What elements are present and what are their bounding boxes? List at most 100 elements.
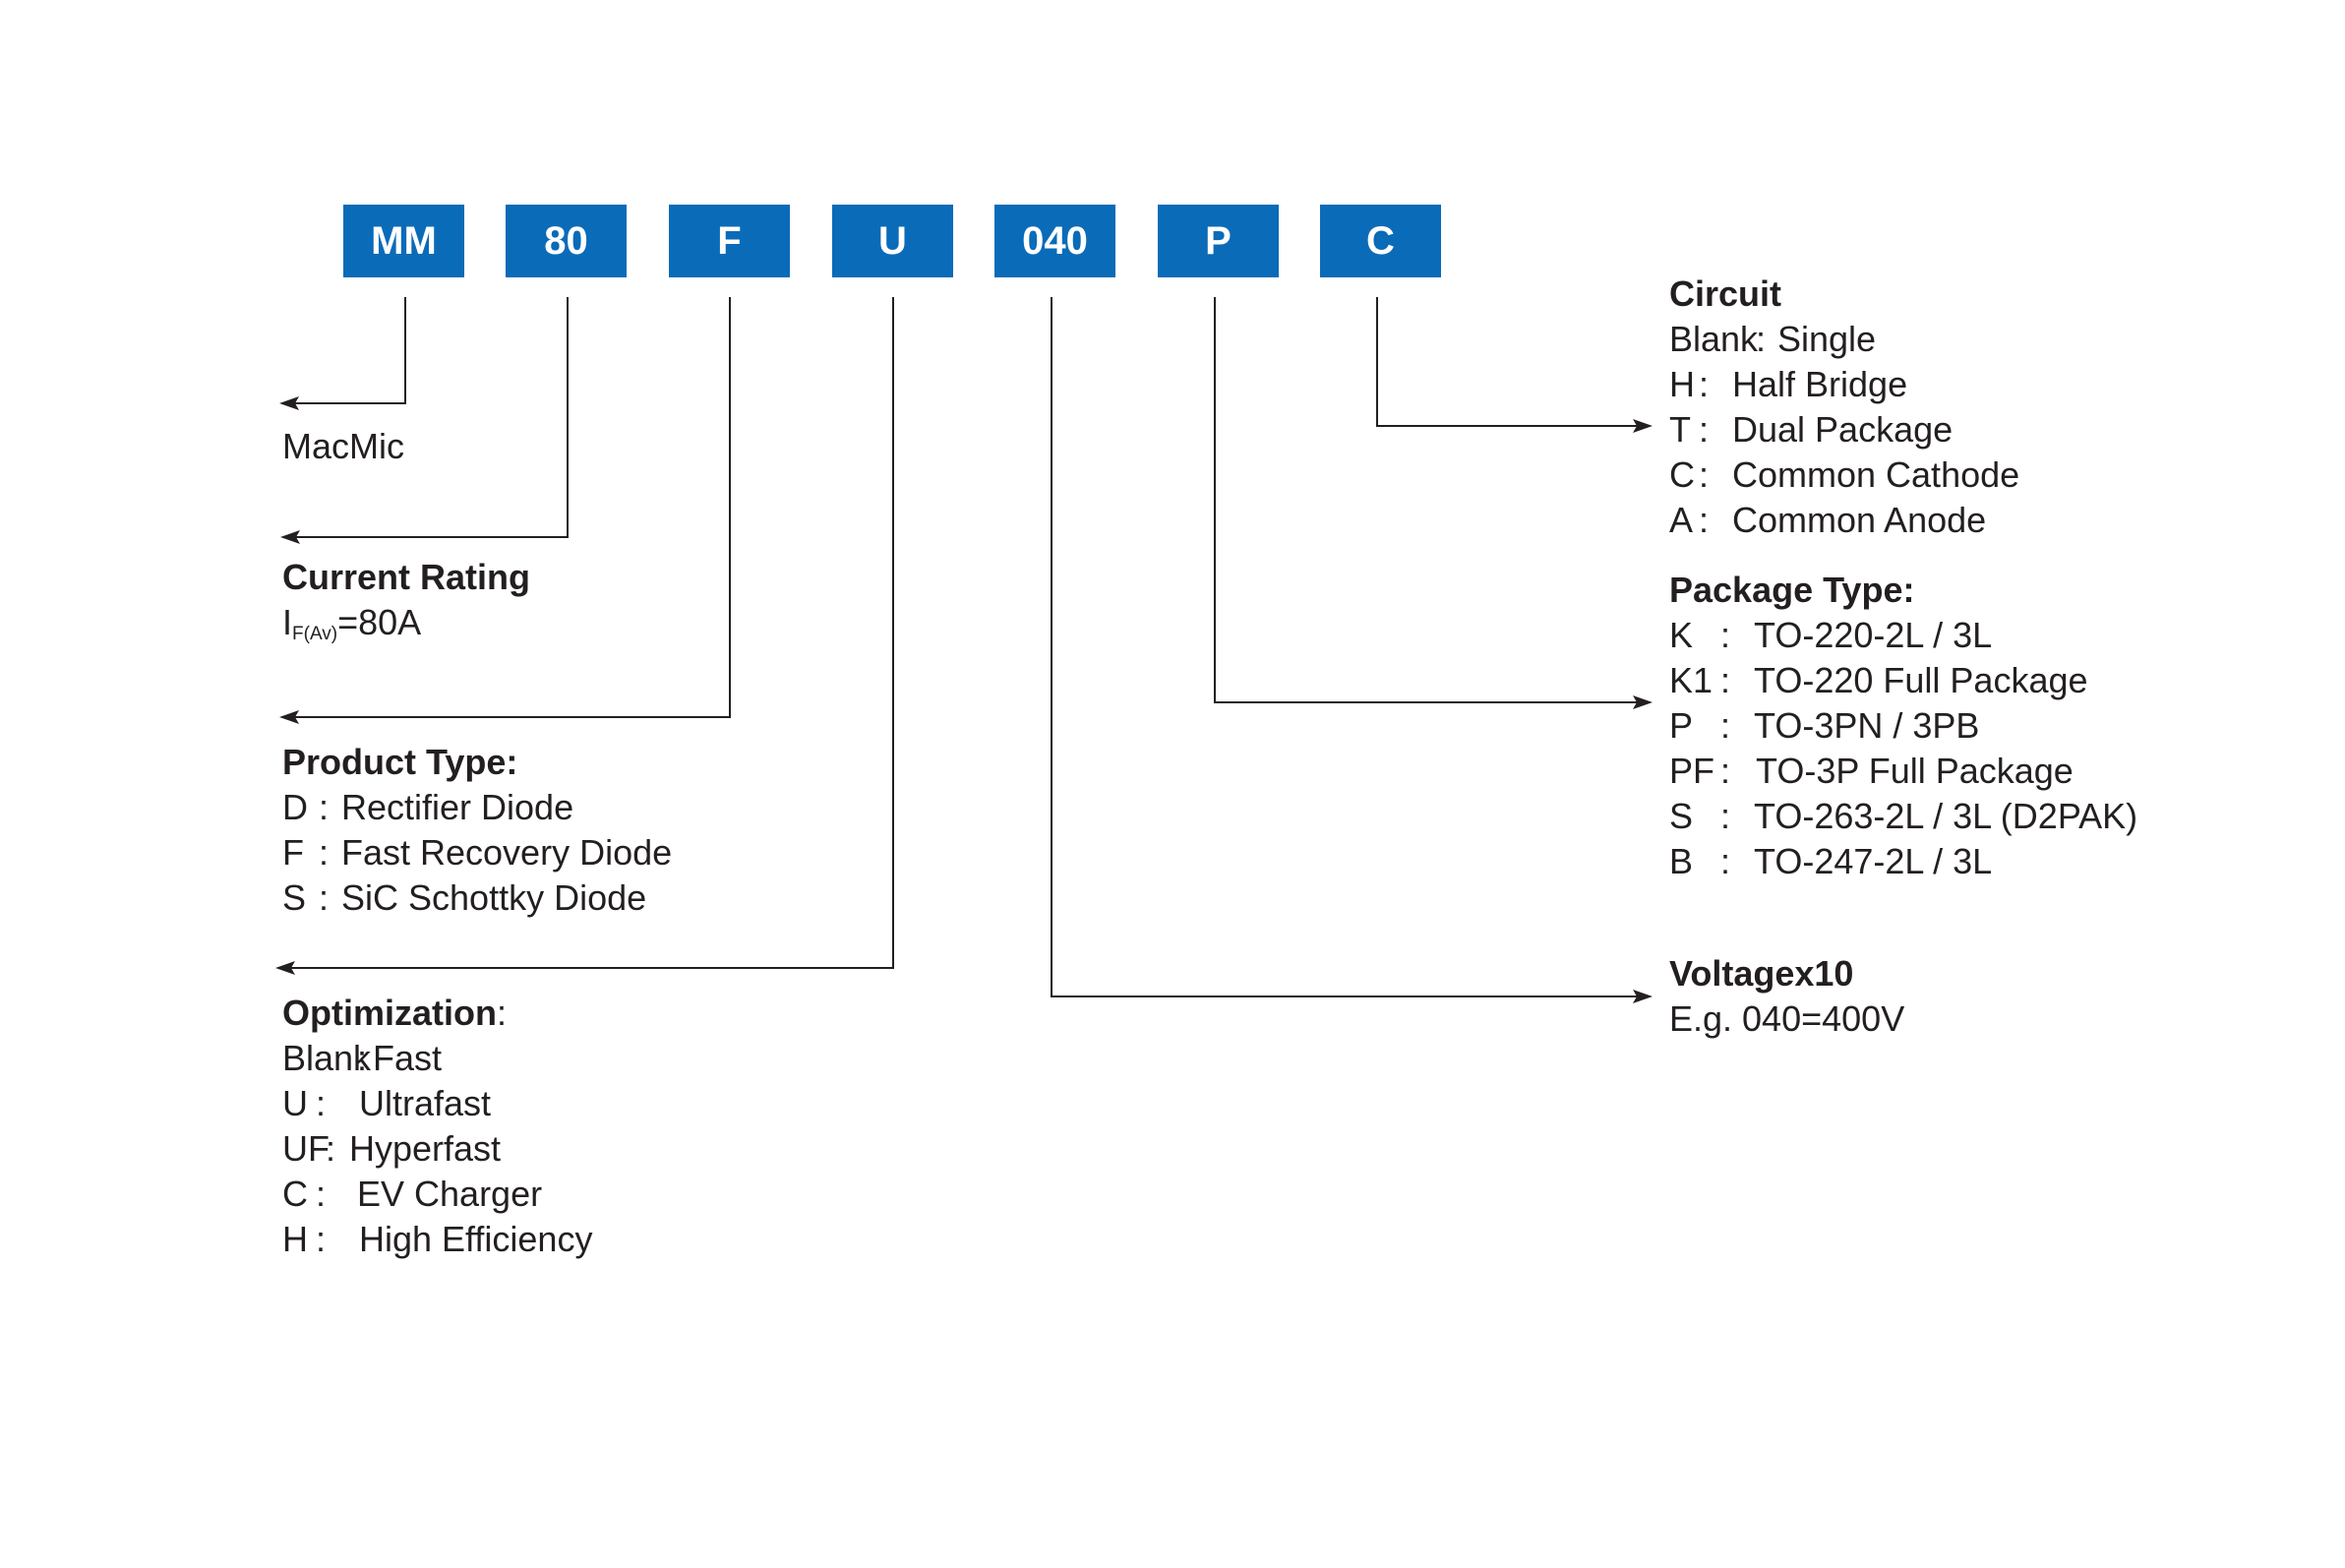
item-text: TO-247-2L / 3L <box>1754 841 1993 881</box>
item-key: P <box>1669 705 1694 746</box>
arrowhead-optimization <box>275 961 295 975</box>
voltage-block: Voltagex10 E.g. 040=400V <box>1669 951 1904 1042</box>
current-symbol: I <box>282 602 293 642</box>
macmic-text: MacMic <box>282 426 404 466</box>
item-sep: : <box>1720 841 1731 881</box>
item-text: TO-3P Full Package <box>1756 751 2074 791</box>
item-text: Common Cathode <box>1732 454 2020 495</box>
voltage-example: E.g. 040=400V <box>1669 998 1905 1039</box>
item-key: PF <box>1669 751 1715 791</box>
product-type-item: D: Rectifier Diode <box>282 785 672 830</box>
item-key: K1 <box>1669 660 1714 700</box>
item-text: Dual Package <box>1732 409 1954 450</box>
item-sep: : <box>1699 500 1710 540</box>
product-type-item: S: SiC Schottky Diode <box>282 875 672 921</box>
circuit-item: T: Dual Package <box>1669 407 2019 452</box>
package-type-item: P:TO-3PN / 3PB <box>1669 703 2137 749</box>
item-key: D <box>282 787 308 827</box>
item-text: Ultrafast <box>359 1083 492 1123</box>
connector-mm <box>291 297 406 404</box>
connector-circuit <box>1376 297 1637 427</box>
package-type-item: K:TO-220-2L / 3L <box>1669 613 2137 658</box>
arrowhead-voltage <box>1633 990 1653 1003</box>
item-key: F <box>282 832 304 873</box>
product-type-item: F:Fast Recovery Diode <box>282 830 672 875</box>
connector-optimization <box>287 297 894 969</box>
optimization-item: H:High Efficiency <box>282 1217 592 1262</box>
item-key: S <box>282 877 307 918</box>
code-box-package: P <box>1158 205 1279 277</box>
package-type-item: K1:TO-220 Full Package <box>1669 658 2137 703</box>
item-sep: : <box>1720 705 1731 746</box>
code-box-mm: MM <box>343 205 464 277</box>
item-text: SiC Schottky Diode <box>341 877 647 918</box>
item-sep: : <box>1699 409 1710 450</box>
optimization-block: Optimization: Blank:Fast U:Ultrafast UF:… <box>282 991 592 1262</box>
arrowhead-product <box>279 710 299 724</box>
circuit-item: Blank:Single <box>1669 317 2019 362</box>
code-box-optimization: U <box>832 205 953 277</box>
package-type-block: Package Type: K:TO-220-2L / 3L K1:TO-220… <box>1669 568 2137 884</box>
circuit-block: Circuit Blank:Single H:Half Bridge T:Dua… <box>1669 271 2019 543</box>
current-rating-title: Current Rating <box>282 557 530 597</box>
macmic-block: MacMic <box>282 424 404 469</box>
current-rating-value-row: IF(Av)=80A <box>282 600 530 652</box>
item-key: C <box>282 1174 308 1214</box>
item-key: T <box>1669 409 1691 450</box>
item-text: Fast Recovery Diode <box>341 832 673 873</box>
code-box-current: 80 <box>506 205 627 277</box>
current-rating-block: Current Rating IF(Av)=80A <box>282 555 530 652</box>
package-type-item: B: TO-247-2L / 3L <box>1669 839 2137 884</box>
connector-voltage <box>1051 297 1637 997</box>
current-symbol-subscript: F(Av) <box>292 624 338 644</box>
item-text: Half Bridge <box>1732 364 1908 404</box>
item-key: K <box>1669 615 1694 655</box>
arrowhead-package <box>1633 695 1653 709</box>
item-sep: : <box>1756 319 1767 359</box>
arrowhead-current <box>280 530 300 544</box>
item-text: Fast <box>373 1038 443 1078</box>
item-key: B <box>1669 841 1694 881</box>
item-text: Common Anode <box>1732 500 1987 540</box>
item-key: C <box>1669 454 1695 495</box>
item-text: TO-263-2L / 3L (D2PAK) <box>1754 796 2138 836</box>
current-value: =80A <box>337 602 422 642</box>
connector-product <box>291 297 731 718</box>
product-type-title: Product Type: <box>282 742 518 782</box>
optimization-item: UF:Hyperfast <box>282 1126 592 1172</box>
item-key: U <box>282 1083 308 1123</box>
code-box-product: F <box>669 205 790 277</box>
code-box-voltage: 040 <box>994 205 1115 277</box>
item-sep: : <box>318 787 329 827</box>
item-text: Hyperfast <box>349 1128 502 1169</box>
item-sep: : <box>318 877 329 918</box>
arrowhead-mm <box>279 396 299 410</box>
package-type-title: Package Type: <box>1669 570 1915 610</box>
item-sep: : <box>1720 796 1731 836</box>
item-sep: : <box>316 1083 327 1123</box>
item-sep: : <box>1699 454 1710 495</box>
optimization-item: C:EV Charger <box>282 1172 592 1217</box>
circuit-item: A:Common Anode <box>1669 498 2019 543</box>
item-text: EV Charger <box>357 1174 543 1214</box>
item-text: Rectifier Diode <box>341 787 574 827</box>
optimization-title: Optimization <box>282 993 497 1033</box>
code-box-circuit: C <box>1320 205 1441 277</box>
circuit-item: C: Common Cathode <box>1669 452 2019 498</box>
circuit-title: Circuit <box>1669 273 1782 314</box>
package-type-item: S: TO-263-2L / 3L (D2PAK) <box>1669 794 2137 839</box>
item-sep: : <box>1720 751 1731 791</box>
optimization-title-row: Optimization: <box>282 991 592 1036</box>
optimization-title-colon: : <box>497 993 508 1033</box>
item-text: TO-220-2L / 3L <box>1754 615 1993 655</box>
connector-package <box>1214 297 1637 703</box>
product-type-block: Product Type: D:Rectifier Diode F:Fast R… <box>282 740 672 921</box>
item-text: High Efficiency <box>359 1219 593 1259</box>
item-sep: : <box>326 1128 336 1169</box>
item-key: Blank <box>1669 319 1759 359</box>
item-key: S <box>1669 796 1694 836</box>
optimization-item: U: Ultrafast <box>282 1081 592 1126</box>
item-text: Single <box>1777 319 1877 359</box>
